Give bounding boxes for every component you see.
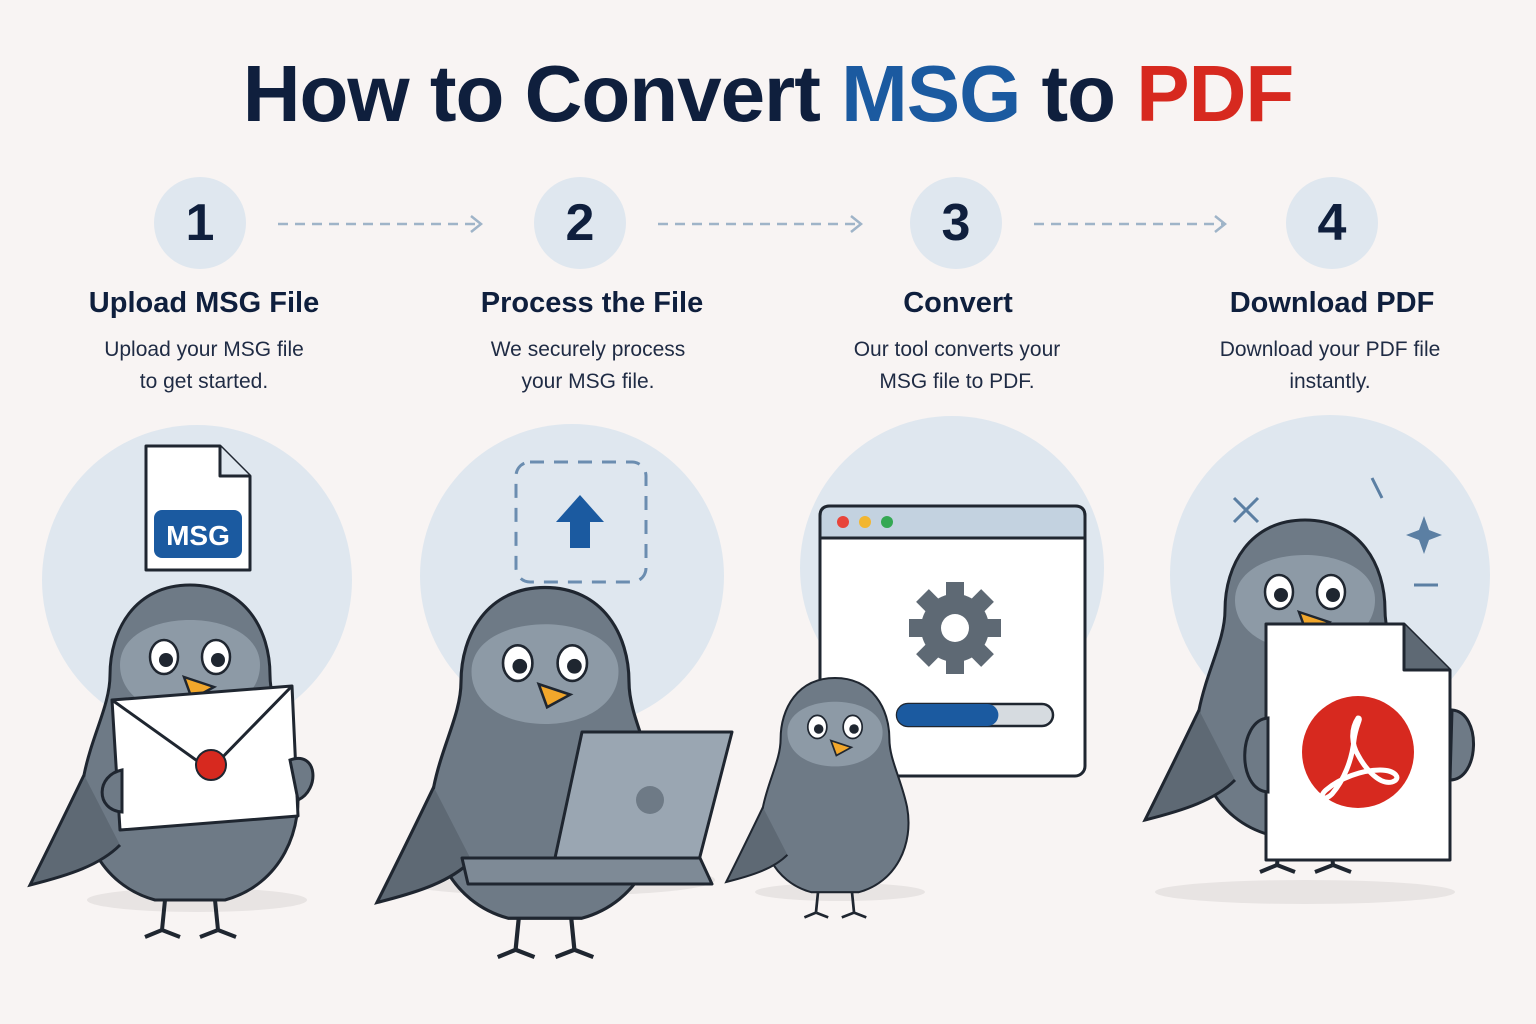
step-3-number: 3: [910, 177, 1002, 269]
step-4-title: Download PDF: [1229, 287, 1435, 319]
acrobat-icon: [1302, 696, 1414, 808]
step-4-desc-line: Download your PDF file: [1219, 338, 1441, 361]
arrow-3-icon: [1034, 215, 1228, 233]
step-1-description: Upload your MSG file to get started.: [14, 334, 394, 398]
arrow-1-icon: [278, 215, 484, 233]
title-prefix: How to Convert: [242, 49, 842, 138]
progress-bar: [895, 702, 1055, 728]
step-3-desc-line: Our tool converts your: [853, 338, 1061, 361]
document-icon: MSG: [144, 444, 252, 572]
title-format-pdf: PDF: [1136, 49, 1294, 138]
step-2-desc-line: your MSG file.: [521, 370, 655, 393]
laptop-icon: [460, 730, 734, 886]
step-3-title: Convert: [903, 287, 1013, 319]
page-title: How to Convert MSG to PDF: [0, 46, 1536, 142]
title-format-msg: MSG: [841, 49, 1021, 138]
arrow-2-icon: [658, 215, 864, 233]
step-4-number: 4: [1286, 177, 1378, 269]
sparkle-icon: [1232, 477, 1442, 587]
gear-icon: [909, 582, 1001, 674]
step-1-desc-line: Upload your MSG file: [104, 338, 304, 361]
step-2-description: We securely process your MSG file.: [398, 334, 778, 398]
progress-fill: [897, 704, 999, 726]
step-2-number: 2: [534, 177, 626, 269]
title-middle: to: [1020, 49, 1137, 138]
step-1-number: 1: [154, 177, 246, 269]
step-4-desc-line: instantly.: [1289, 370, 1371, 393]
step-1-title: Upload MSG File: [88, 287, 320, 319]
step-4-description: Download your PDF file instantly.: [1140, 334, 1520, 398]
upload-arrow-icon: [514, 460, 648, 584]
step-3-description: Our tool converts your MSG file to PDF.: [767, 334, 1147, 398]
msg-badge-text: MSG: [166, 520, 230, 551]
step-3-desc-line: MSG file to PDF.: [879, 370, 1035, 393]
step-2-desc-line: We securely process: [490, 338, 686, 361]
step-2-title: Process the File: [480, 287, 704, 319]
envelope-icon: [100, 684, 315, 832]
pigeon: [724, 676, 910, 919]
step-1-desc-line: to get started.: [139, 370, 269, 393]
